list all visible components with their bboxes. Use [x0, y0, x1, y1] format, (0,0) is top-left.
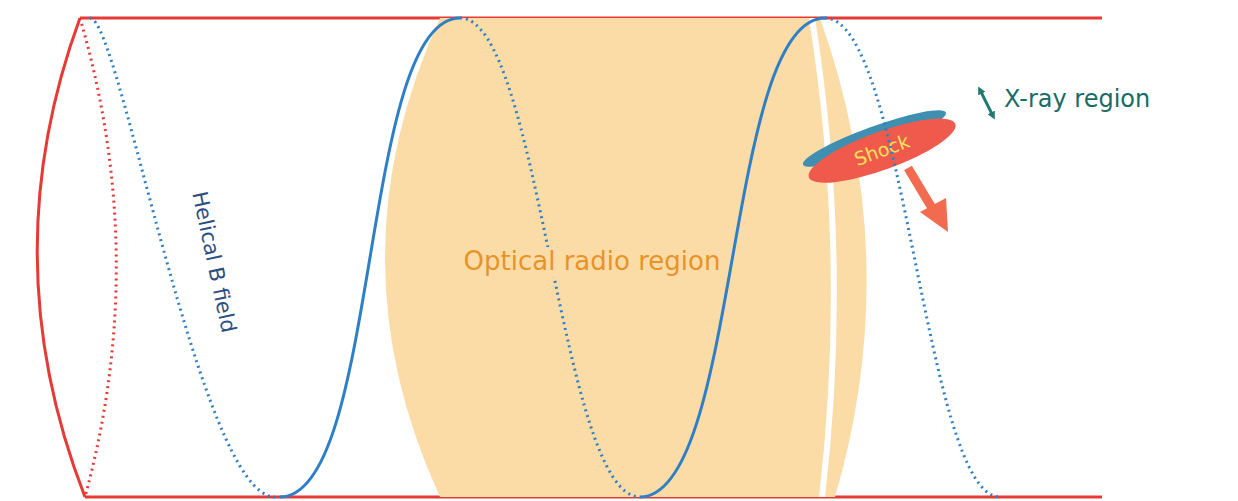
helix-back-segment: [460, 18, 640, 497]
helix-back-segment: [825, 18, 1000, 497]
helix-front-segment: [640, 18, 825, 497]
helix-back-segment: [90, 18, 275, 497]
shock-direction-arrow: [908, 168, 932, 208]
region-label: Optical radio region: [460, 247, 725, 277]
field-label: Helical B field: [186, 185, 241, 338]
helix-front-segment: [280, 18, 460, 497]
cylinder-front-rim: [37, 18, 85, 497]
cylinder-back-rim: [80, 18, 116, 497]
xray-thickness-arrow: [980, 90, 993, 116]
region-label: X-ray region: [1004, 86, 1150, 114]
emission-region-band: Optical radio region: [385, 18, 870, 497]
arrow-head: [920, 198, 948, 232]
